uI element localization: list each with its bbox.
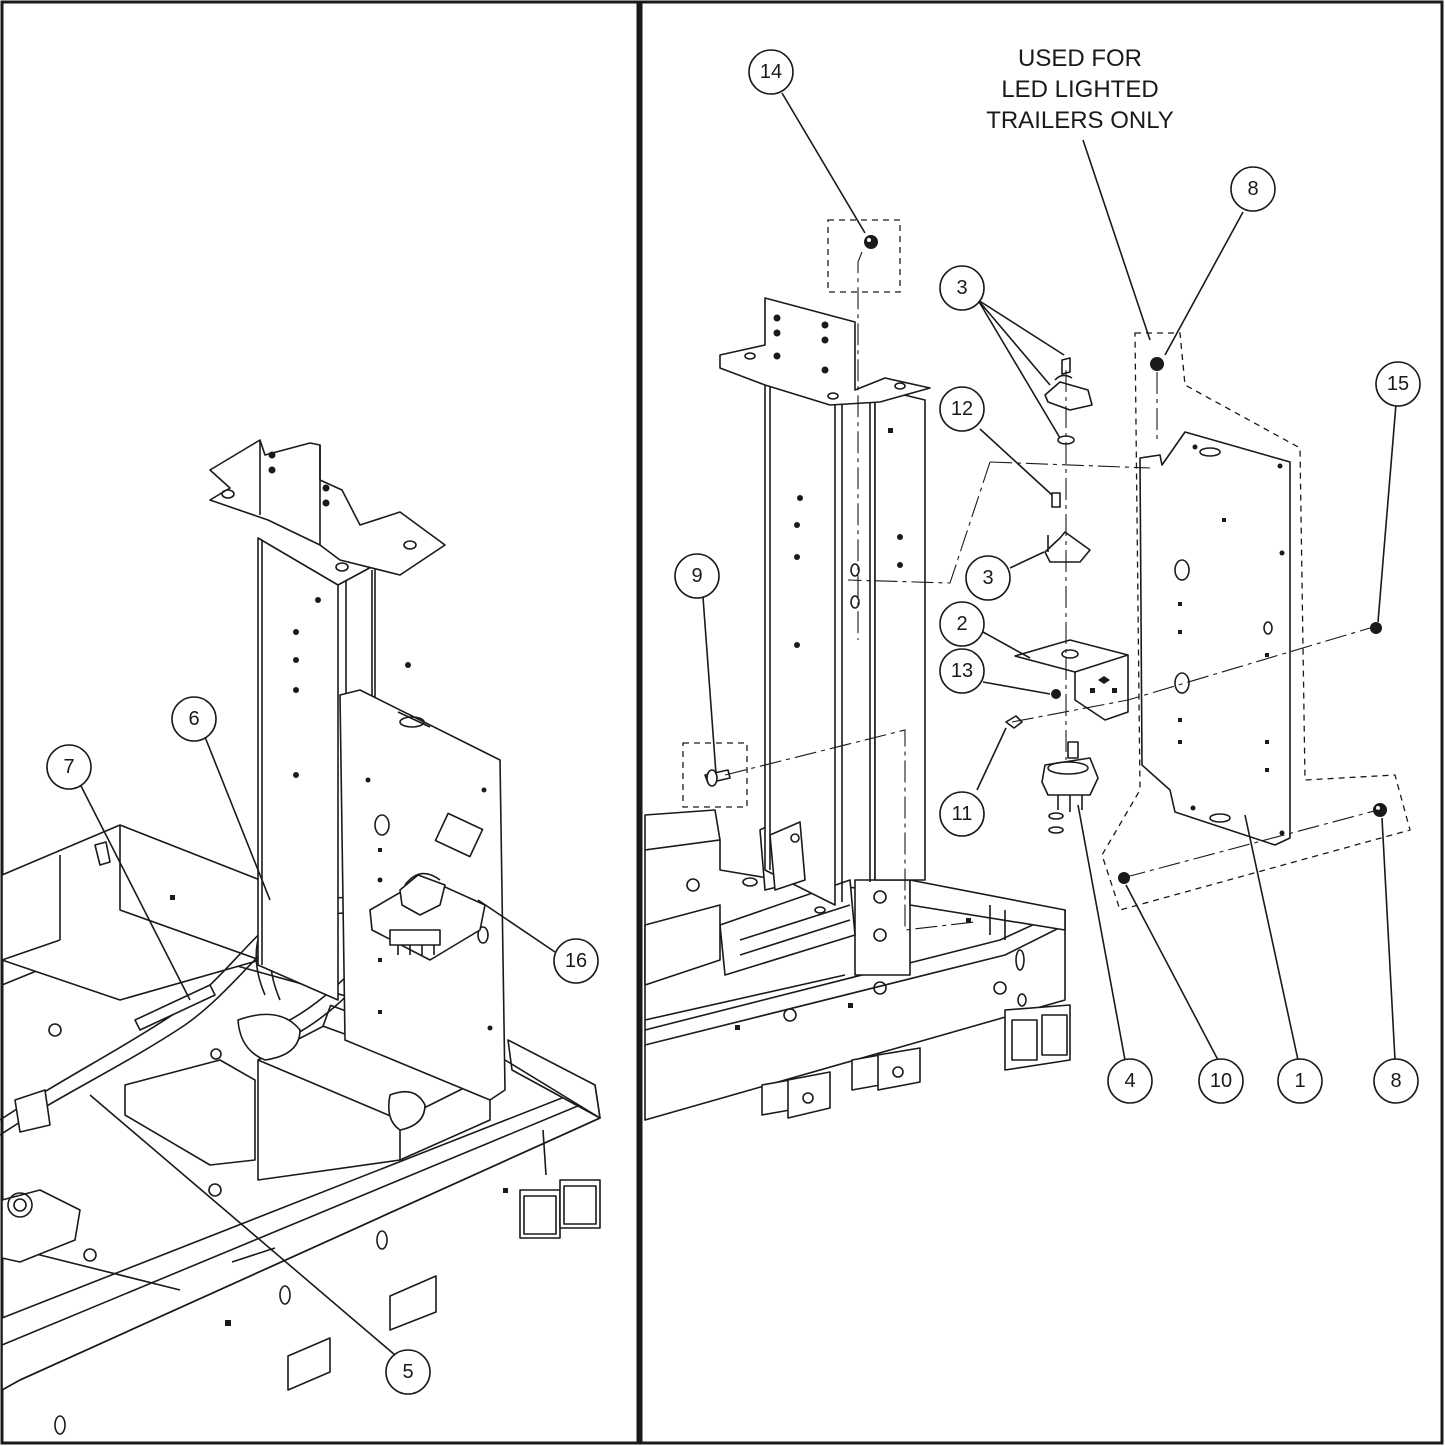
callout-15: 15 (1375, 361, 1421, 407)
tower-top-bracket-exploded (719, 297, 931, 406)
callout-1: 1 (1277, 1058, 1323, 1104)
nut-15 (1370, 622, 1382, 634)
battery-hold-down (124, 1059, 256, 1166)
positive-terminal-boot (237, 1013, 301, 1061)
svg-text:16: 16 (565, 950, 587, 972)
svg-text:4: 4 (1124, 1070, 1135, 1092)
nut-13 (1051, 689, 1061, 699)
svg-text:8: 8 (1247, 178, 1258, 200)
left-assembly-view (0, 439, 601, 1435)
nut-8-top (1150, 357, 1164, 371)
tower-top-bracket (209, 439, 446, 576)
svg-text:5: 5 (402, 1361, 413, 1383)
callout-13: 13 (939, 648, 985, 694)
screw-12 (1051, 492, 1061, 508)
callout-3-top: 3 (939, 265, 985, 311)
callout-8-bottom: 8 (1373, 1058, 1419, 1104)
right-exploded-view (644, 219, 1411, 1121)
svg-text:2: 2 (956, 613, 967, 635)
nut-14 (864, 235, 878, 249)
decal-label (434, 812, 484, 858)
nut-8-bottom (1373, 803, 1387, 817)
svg-text:6: 6 (188, 708, 199, 730)
callout-5: 5 (385, 1349, 431, 1395)
ignition-switch (1041, 757, 1099, 796)
svg-text:13: 13 (951, 660, 973, 682)
led-bracket (1044, 381, 1093, 411)
frame-gusset (854, 879, 911, 976)
right-leaders (702, 92, 1397, 1061)
callout-4: 4 (1107, 1058, 1153, 1104)
led-only-group-outline (1101, 332, 1411, 911)
left-leaders (79, 736, 556, 1356)
led-note: USED FOR LED LIGHTED TRAILERS ONLY (986, 45, 1174, 134)
note-line-3: TRAILERS ONLY (986, 107, 1174, 134)
callout-2: 2 (939, 601, 985, 647)
svg-text:3: 3 (956, 277, 967, 299)
svg-text:1: 1 (1294, 1070, 1305, 1092)
callout-11: 11 (939, 791, 985, 837)
note-line-2: LED LIGHTED (1001, 76, 1158, 103)
callout-3-mid: 3 (965, 555, 1011, 601)
svg-text:10: 10 (1210, 1070, 1232, 1092)
item9-group-outline (682, 742, 748, 808)
svg-text:9: 9 (691, 565, 702, 587)
tower-post (257, 537, 339, 1001)
left-panel-frame (0, 0, 640, 1445)
callout-7: 7 (46, 744, 92, 790)
svg-text:14: 14 (760, 61, 782, 83)
right-panel-frame (639, 0, 1444, 1445)
svg-text:8: 8 (1390, 1070, 1401, 1092)
svg-text:3: 3 (982, 567, 993, 589)
svg-text:7: 7 (63, 756, 74, 778)
axle-mount-plate (1, 1189, 81, 1263)
svg-text:11: 11 (952, 803, 973, 825)
note-line-1: USED FOR (1018, 45, 1142, 72)
callout-10: 10 (1198, 1058, 1244, 1104)
switch-mount-clip (1044, 531, 1091, 563)
callout-8-top: 8 (1230, 166, 1276, 212)
callout-14: 14 (748, 49, 794, 95)
svg-text:12: 12 (951, 398, 973, 420)
svg-text:15: 15 (1387, 373, 1409, 395)
assembly-center-lines (724, 251, 1379, 931)
callout-12: 12 (939, 386, 985, 432)
callout-9: 9 (674, 553, 720, 599)
switch-bracket-exploded (1014, 639, 1129, 721)
callout-16: 16 (553, 938, 599, 984)
callout-6: 6 (171, 696, 217, 742)
control-panel-exploded (1139, 431, 1291, 846)
item14-group-outline (827, 219, 901, 293)
